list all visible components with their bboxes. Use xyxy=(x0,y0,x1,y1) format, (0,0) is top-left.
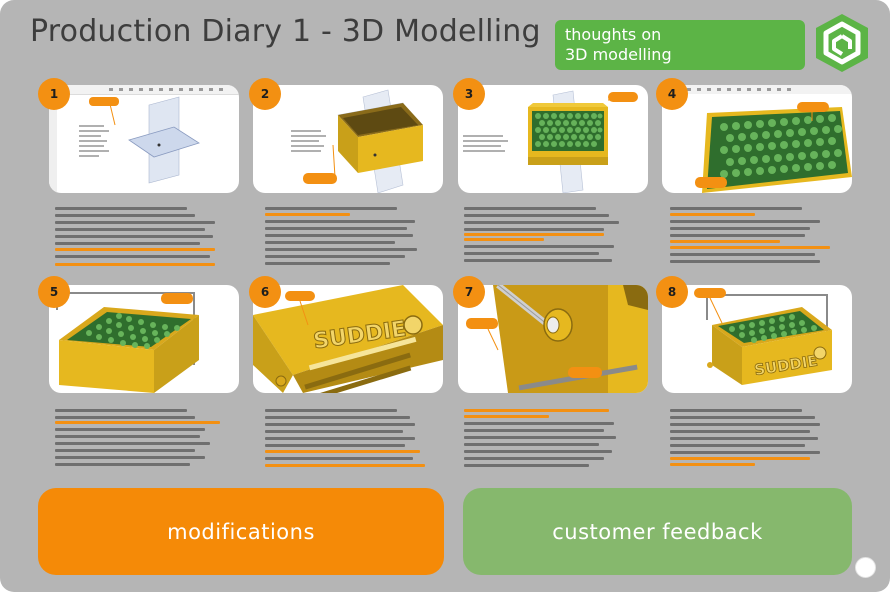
step-number-5: 5 xyxy=(38,276,70,308)
page-indicator-dot[interactable] xyxy=(855,557,876,578)
step-5-screenshot[interactable] xyxy=(49,285,239,393)
step-8-screenshot[interactable]: SUDDIE xyxy=(662,285,852,393)
hexagon-cube-logo-icon xyxy=(816,14,868,72)
handle-box-icon xyxy=(56,292,199,393)
modifications-button[interactable]: modifications xyxy=(38,488,444,575)
customer-feedback-button[interactable]: customer feedback xyxy=(463,488,852,575)
step-number-2: 2 xyxy=(249,78,281,110)
thoughts-line-1: thoughts on xyxy=(565,25,662,44)
step-number-4: 4 xyxy=(656,78,688,110)
honeycomb-box-icon xyxy=(463,90,638,193)
step-7-screenshot[interactable] xyxy=(458,285,648,393)
thoughts-line-2: 3D modelling xyxy=(565,45,672,64)
step-2-screenshot[interactable] xyxy=(253,85,443,193)
box-extrude-icon xyxy=(291,89,423,193)
step-1-screenshot[interactable] xyxy=(49,85,239,193)
step-number-1: 1 xyxy=(38,78,70,110)
step-4-screenshot[interactable] xyxy=(662,85,852,193)
final-model-icon: SUDDIE xyxy=(694,288,832,385)
logo-emboss-icon: SUDDIE xyxy=(253,285,443,393)
thoughts-badge[interactable]: thoughts on 3D modelling xyxy=(555,20,805,70)
step-3-screenshot[interactable] xyxy=(458,85,648,193)
step-number-7: 7 xyxy=(453,276,485,308)
step-6-screenshot[interactable]: SUDDIE xyxy=(253,285,443,393)
honeycomb-closeup-icon xyxy=(662,85,852,193)
step-number-6: 6 xyxy=(249,276,281,308)
step-number-8: 8 xyxy=(656,276,688,308)
sketch-planes-icon xyxy=(49,85,239,193)
step-number-3: 3 xyxy=(453,78,485,110)
handle-joint-icon xyxy=(466,285,648,393)
page-title: Production Diary 1 - 3D Modelling xyxy=(30,14,541,49)
